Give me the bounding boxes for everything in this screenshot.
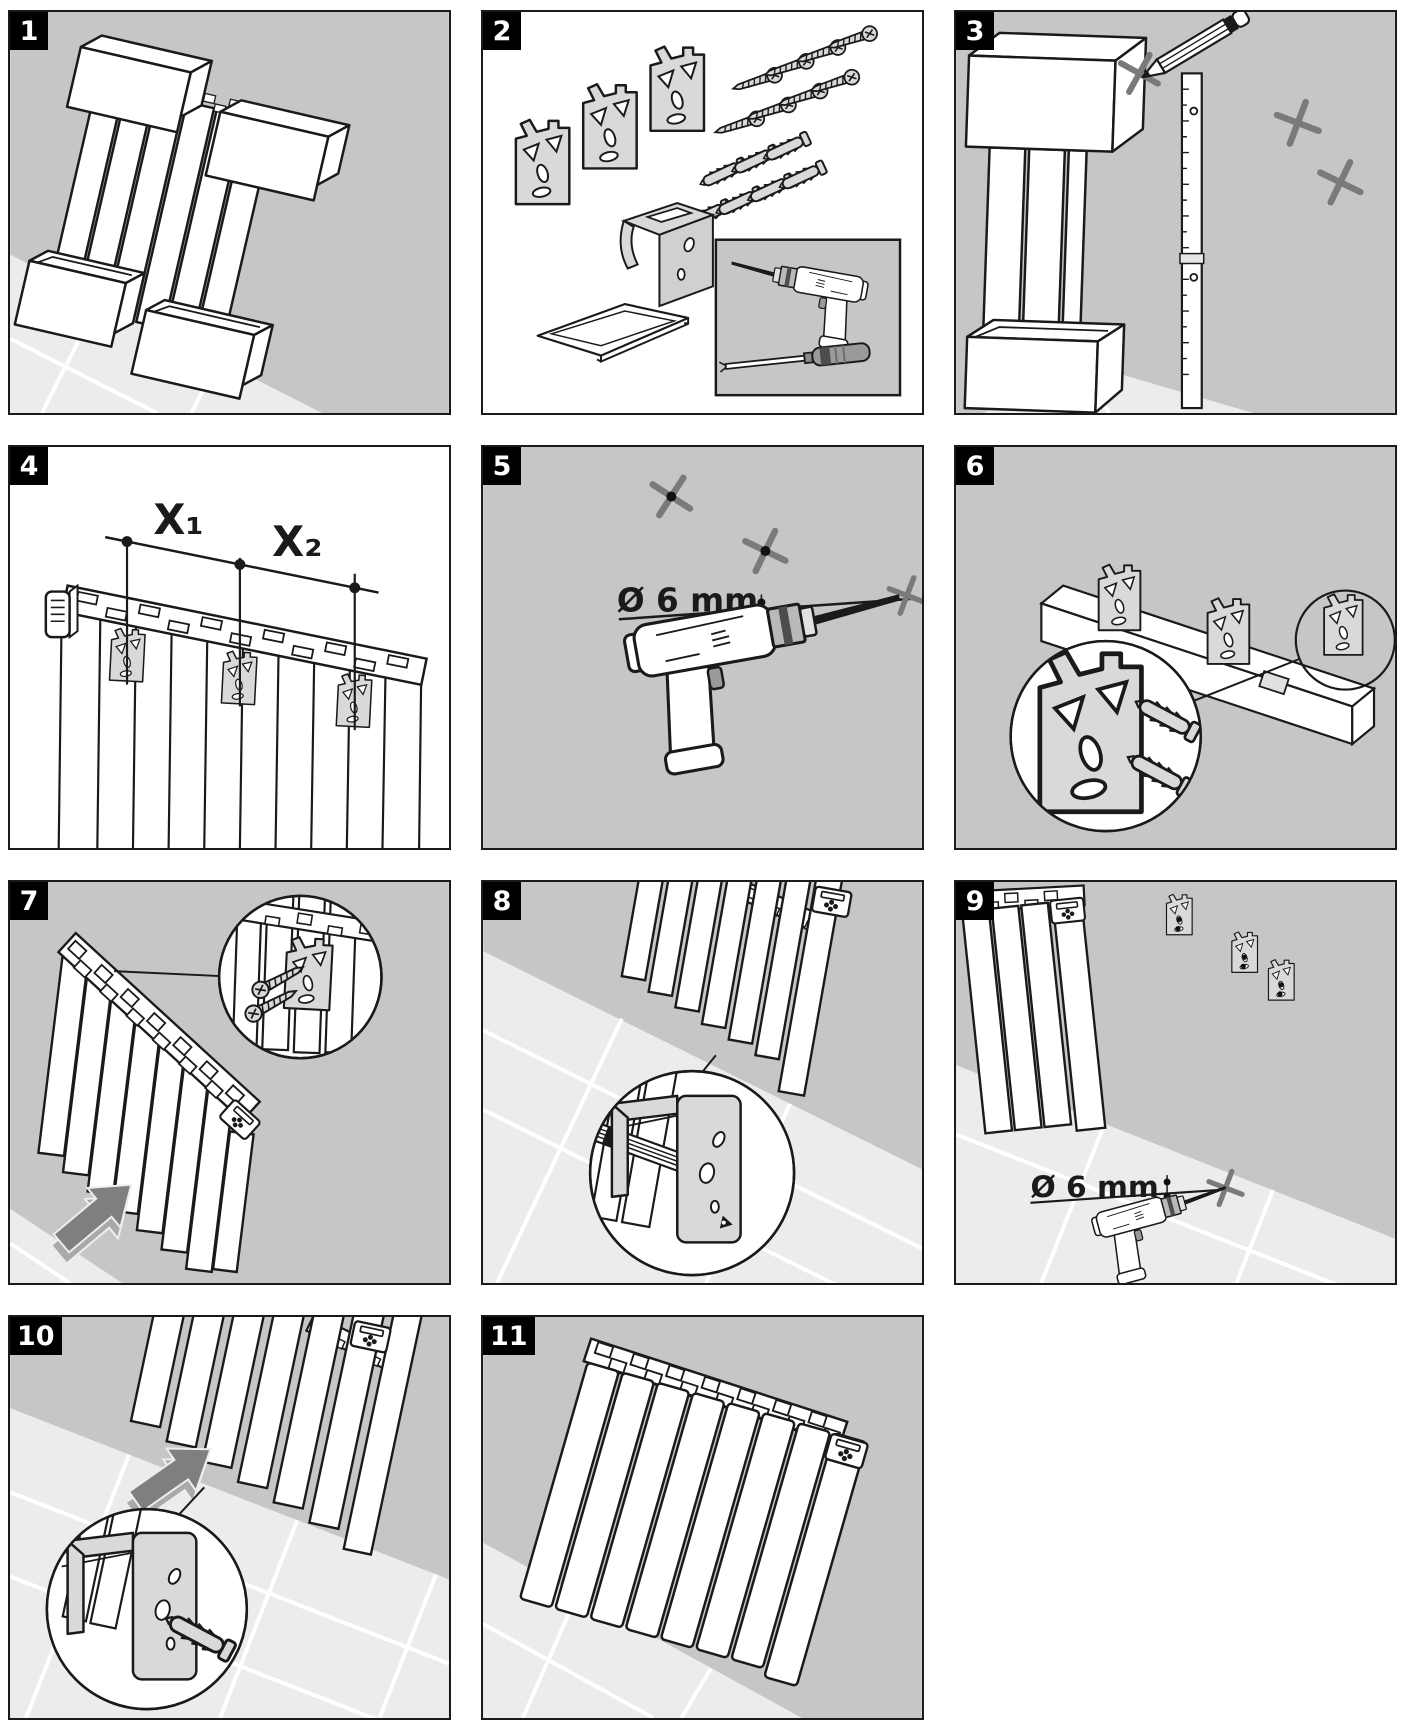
step-1-illustration — [10, 12, 449, 413]
drill-marks — [647, 472, 788, 574]
step-panel-1: 1 — [8, 10, 451, 415]
instruction-sheet: 1 — [8, 10, 1397, 1720]
step-panel-7: 7 — [8, 880, 451, 1285]
step-3-illustration — [956, 12, 1395, 413]
step-panel-10: 10 — [8, 1315, 451, 1720]
step-2-illustration — [514, 23, 902, 397]
step-9-illustration: Ø 6 mm — [956, 882, 1395, 1283]
radiator-mounted — [519, 1337, 870, 1687]
foam-corner-top-left — [65, 34, 213, 134]
radiator-hung-on-wall — [129, 1317, 428, 1556]
radiator-slats — [519, 1362, 867, 1687]
step-number-badge: 6 — [956, 447, 994, 485]
control-module — [810, 885, 853, 919]
dimension-label-x2: X₂ — [272, 517, 322, 566]
radiator-top-view — [44, 583, 429, 848]
step-panel-5: 5 Ø 6 mm — [481, 445, 924, 850]
step-panel-6: 6 — [954, 445, 1397, 850]
step-8-illustration — [483, 882, 922, 1283]
packaged-radiator — [13, 34, 351, 400]
tile-grout-lines — [956, 1122, 1338, 1283]
step-panel-3: 3 — [954, 10, 1397, 415]
radiator-hung-on-wall — [620, 882, 853, 1098]
wall-bracket-icon — [1206, 597, 1251, 665]
foam-bottom-tray — [963, 318, 1126, 413]
magnifier-detail-bottom-bracket-marking — [588, 1069, 796, 1277]
radiator-fins — [57, 612, 423, 848]
radiator-vent-band — [56, 931, 262, 1123]
wall-bracket-icon — [649, 45, 706, 133]
foam-tray-bottom-left — [13, 249, 146, 348]
screwdriver-icon — [718, 342, 871, 373]
mounted-brackets — [1165, 893, 1295, 1001]
step-number-badge: 5 — [483, 447, 521, 485]
step-number-badge: 11 — [483, 1317, 535, 1355]
pencil — [1141, 12, 1251, 79]
step-4-illustration: X₁ X₂ — [44, 495, 429, 848]
screws-set — [712, 23, 880, 141]
step-number-badge: 8 — [483, 882, 521, 920]
marked-point — [719, 1215, 733, 1229]
instruction-manual — [536, 302, 690, 364]
step-5-illustration: Ø 6 mm — [483, 447, 922, 848]
step-number-badge: 3 — [956, 12, 994, 50]
wall-bracket-icon — [581, 83, 638, 170]
diameter-label: Ø 6 mm — [1030, 1170, 1158, 1205]
step-number-badge: 1 — [10, 12, 48, 50]
tile-grout-lines — [10, 1241, 71, 1283]
step-6-illustration — [956, 447, 1395, 848]
step-number-badge: 4 — [10, 447, 48, 485]
diameter-annotation: Ø 6 mm — [1030, 1170, 1220, 1205]
foam-corner-right — [204, 99, 351, 202]
ruler — [1179, 72, 1205, 410]
step-11-illustration — [483, 1317, 922, 1718]
control-knob — [44, 583, 79, 640]
magnifier-detail-bracket-plugs — [1009, 639, 1202, 833]
step-panel-4: 4 — [8, 445, 451, 850]
wall-bracket-icon — [1097, 563, 1142, 632]
wall-bracket-icon — [514, 118, 571, 206]
magnifier-leader-line — [1194, 657, 1301, 702]
radiator-tilted — [37, 931, 262, 1274]
magnifier-detail-bottom-bracket-plug — [45, 1507, 249, 1711]
dimension-label-x1: X₁ — [153, 495, 203, 544]
magnifier-leader-line — [177, 1486, 205, 1516]
tools-inset-box — [714, 238, 902, 397]
control-module — [1048, 896, 1087, 925]
step-number-badge: 2 — [483, 12, 521, 50]
foam-tray-bottom-right — [130, 298, 274, 400]
step-panel-11: 11 — [481, 1315, 924, 1720]
step-number-badge: 10 — [10, 1317, 62, 1355]
step-panel-2: 2 — [481, 10, 924, 415]
highlight-circle — [1294, 589, 1395, 691]
bottom-bracket — [619, 202, 716, 308]
dimension-annotation: X₁ X₂ — [104, 495, 379, 731]
step-10-illustration — [10, 1317, 449, 1718]
magnifier-leader-line — [114, 970, 221, 978]
step-7-illustration — [10, 882, 449, 1283]
packaged-radiator-standing — [963, 31, 1148, 413]
tile-grout-lines — [483, 1593, 713, 1718]
step-panel-9: 9 — [954, 880, 1397, 1285]
step-number-badge: 9 — [956, 882, 994, 920]
step-panel-8: 8 — [481, 880, 924, 1285]
step-number-badge: 7 — [10, 882, 48, 920]
wall-bracket-icon — [1323, 593, 1364, 656]
